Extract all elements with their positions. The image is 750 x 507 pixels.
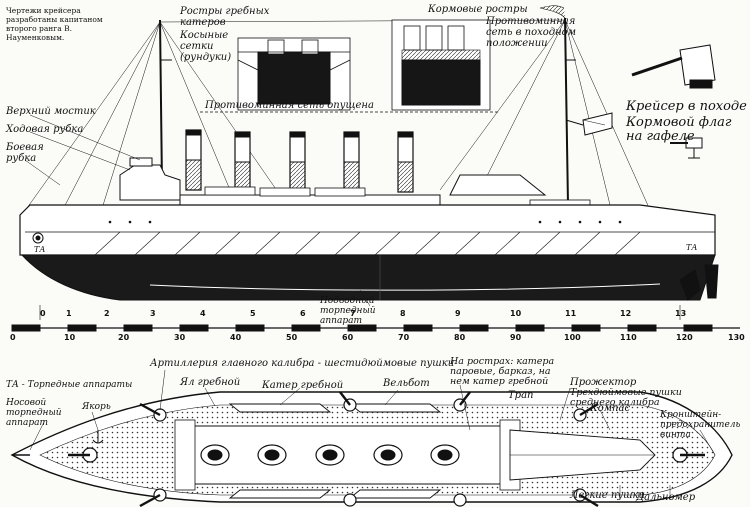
scale-top-3: 3 [150, 309, 156, 318]
scale-bottom-70: 70 [398, 333, 410, 342]
boat-stbd-1 [228, 489, 332, 499]
inset-boat-racks [237, 37, 351, 111]
label-kompas: Компас [590, 403, 631, 414]
scale-top-13: 13 [675, 309, 687, 318]
scale-top-9: 9 [455, 309, 461, 318]
label-kormovye-rostry: Кормовые ростры [428, 4, 528, 15]
scale-top-5: 5 [250, 309, 256, 318]
label-kosynye-setki: Косыные сетки (рундуки) [180, 30, 232, 63]
label-velbot: Вельбот [383, 378, 430, 389]
label-na-rostrah: На рострах: катера паровые, барказ, на н… [450, 356, 555, 387]
label-kormovoy-flag: Кормовой флаг на гафеле [626, 115, 732, 144]
label-prozhektor: Прожектор [570, 377, 637, 388]
scale-top-12: 12 [620, 309, 632, 318]
stern-deckhouse [449, 174, 547, 196]
scale-bottom-110: 110 [620, 333, 637, 342]
gun-sketch-small [670, 137, 703, 159]
scale-bottom-50: 50 [286, 333, 298, 342]
label-boevaya-rubka: Боевая рубка [6, 142, 44, 164]
fore-mast [159, 19, 163, 186]
scale-top-6: 6 [300, 309, 306, 318]
drawing-caption: Чертежи крейсера разработаны капитаном в… [6, 6, 103, 42]
scale-top-7: 7 [350, 309, 356, 318]
label-ta-stern: ТА [686, 243, 698, 252]
label-kater-grebnoy: Катер гребной [262, 380, 344, 391]
scale-bottom-40: 40 [230, 333, 242, 342]
scale-bottom-120: 120 [676, 333, 693, 342]
hull-lower [20, 254, 716, 301]
scale-top-10: 10 [510, 309, 522, 318]
boat-stbd-2 [348, 489, 442, 499]
propeller [679, 269, 701, 301]
label-setka-opushchena: Противоминная сеть опущена [205, 100, 374, 111]
inset-stern-racks [391, 19, 491, 111]
label-artilleriya: Артиллерия главного калибра - шестидюймо… [150, 358, 455, 369]
scale-top-4: 4 [200, 309, 206, 318]
main-mast [564, 17, 569, 206]
label-dalnomer: Дальномер [636, 492, 696, 503]
scale-bottom-60: 60 [342, 333, 354, 342]
bridge [119, 164, 181, 201]
label-kreiser-v-pohode: Крейсер в походе [626, 99, 747, 114]
side-profile [19, 5, 719, 301]
scale-bottom-20: 20 [118, 333, 130, 342]
scale-bottom-130: 130 [728, 333, 745, 342]
stern-flag [582, 112, 613, 136]
label-trehdyuim: Трехдюймовые пушки среднего калибра [570, 387, 682, 408]
scale-top-8: 8 [400, 309, 406, 318]
gun-sketch-large [631, 44, 716, 89]
label-rostry-katerov: Ростры гребных катеров [180, 6, 270, 28]
leader-lines [24, 114, 716, 500]
scale-top-0: 0 [40, 309, 46, 318]
scale-bottom-0: 0 [10, 333, 16, 342]
label-hodovaya-rubka: Ходовая рубка [6, 124, 84, 135]
scale-bottom-90: 90 [510, 333, 522, 342]
label-nosovoy-ta: Носовой торпедный аппарат [6, 398, 62, 428]
label-legkie-pushki: Легкие пушки [570, 490, 645, 501]
boat-port-1 [228, 403, 332, 413]
smoke [539, 5, 566, 19]
label-verhniy-mostik: Верхний мостик [6, 106, 96, 117]
scale-bottom-80: 80 [454, 333, 466, 342]
hull-upper [19, 204, 716, 256]
plan-view [10, 391, 733, 507]
scale-bottom-100: 100 [564, 333, 581, 342]
label-kronshtein: Кронштейн-предохранитель винта [660, 410, 741, 440]
label-yakor: Якорь [82, 402, 111, 412]
label-setka-pohod: Противоминная сеть в походном положении [486, 16, 576, 49]
boat-port-2 [348, 403, 442, 413]
scale-top-1: 1 [66, 309, 72, 318]
label-ta-bow: ТА [34, 245, 46, 254]
label-ta-legend: ТА - Торпедные аппараты [6, 380, 133, 390]
scale-bottom-30: 30 [174, 333, 186, 342]
scale-top-2: 2 [104, 309, 110, 318]
scale-bottom-10: 10 [64, 333, 76, 342]
anchor-icon [92, 430, 104, 444]
scale-bar [11, 305, 740, 332]
label-torpednyi-apparat: Подводный торпедный аппарат [320, 296, 376, 326]
label-yal-grebnoy: Ял гребной [180, 377, 241, 388]
scale-top-11: 11 [565, 309, 577, 318]
label-trap: Трап [508, 390, 534, 401]
